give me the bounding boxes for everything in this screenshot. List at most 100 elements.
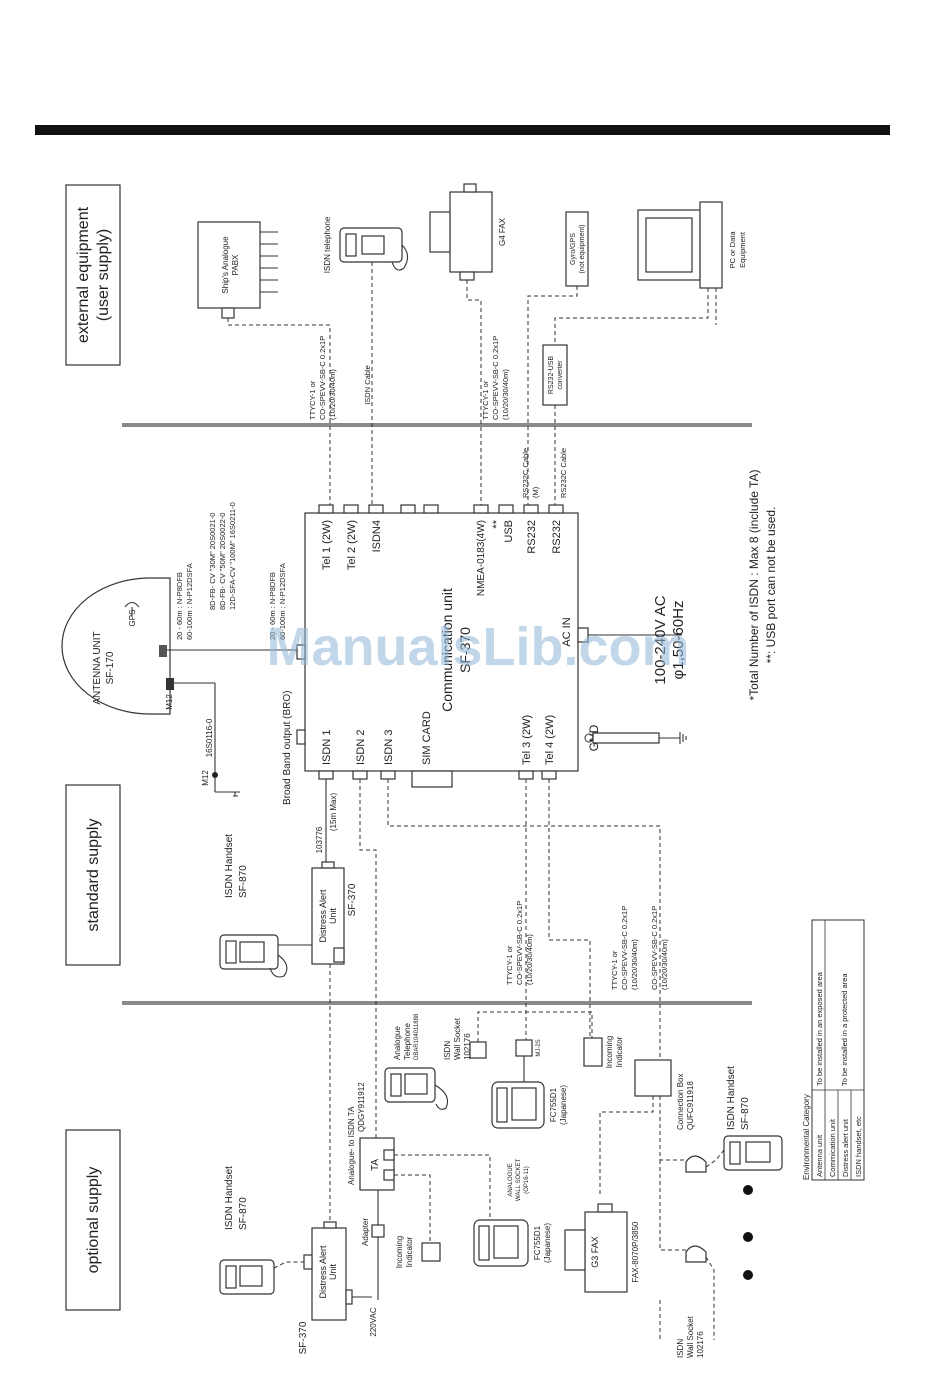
cable4-line3: (10/20/30/40m) — [630, 939, 639, 990]
cable3-line3: (10/20/30/40m) — [525, 934, 534, 985]
cable-spec-3: 8D-FB- CV "30M" 20S0021-0 — [208, 513, 217, 610]
port-rs232a — [523, 504, 539, 514]
g3-fax-port — [597, 1203, 613, 1213]
fc2-line1: FC755D1 — [533, 1225, 542, 1260]
cable5-line1: CO-SPEVV-SB-C 0.2x1P — [650, 906, 659, 990]
dot-3 — [743, 1270, 753, 1280]
ta-port-2 — [383, 1169, 395, 1181]
pc-base — [699, 201, 723, 289]
comm-unit-title: Communication unit — [439, 588, 455, 712]
port-isdn4 — [368, 504, 384, 514]
antenna-dome — [61, 577, 171, 715]
opt-distress-box — [311, 1227, 347, 1321]
label-sim-card: SIM CARD — [421, 711, 433, 765]
incoming-indicator-1 — [421, 1242, 441, 1262]
antenna-m12-bottom: M12 — [201, 770, 210, 786]
g4-fax-body — [449, 191, 493, 273]
label-tel3: Tel 3 (2W) — [521, 715, 533, 765]
env-row1-item: Antenna unit — [815, 1134, 824, 1177]
opt-handset1-receiver — [225, 1265, 237, 1289]
label-rs232b: RS232 — [551, 520, 563, 554]
opt-isdn-handset-2: ISDN Handset SF-870 — [723, 1066, 783, 1171]
header-rule — [35, 125, 890, 135]
ta-box — [359, 1137, 395, 1191]
rs232-cable-m-1: RS232C Cable — [521, 448, 530, 498]
cable-spec-b2: 60-100m : N-P12DSFA — [278, 563, 287, 640]
label-tel1: Tel 1 (2W) — [321, 520, 333, 570]
std-distress-line1: Distress Alert — [318, 889, 328, 943]
std-distress-port-bottom — [333, 947, 345, 963]
antenna-m12-label: M12 — [165, 694, 174, 710]
environmental-table: Environmental Category Antenna unit To b… — [802, 919, 865, 1181]
g3-fax-paper — [564, 1229, 586, 1271]
gyro-cable — [527, 286, 578, 505]
opt-handset1-title: ISDN Handset — [224, 1166, 235, 1230]
rs232-cable-m-2: (M) — [531, 486, 540, 498]
fc2-keys — [493, 1225, 519, 1259]
section-external: external equipment (user supply) — [65, 184, 121, 366]
antenna-connector-n — [159, 645, 167, 657]
cable-spec-1: 20 - 60m : N-P8DFB — [175, 572, 184, 640]
port-tel1 — [318, 504, 334, 514]
std-distress-line2: Unit — [328, 908, 338, 925]
dot-1 — [743, 1185, 753, 1195]
socket-plug-2-link — [705, 1256, 715, 1340]
isdn-socket1-box — [469, 1041, 487, 1059]
communication-unit: Tel 1 (2W) Tel 2 (2W) ISDN4 NMEA-0183(4W… — [296, 504, 594, 788]
port-bro — [296, 729, 306, 745]
pabx-port — [221, 307, 235, 319]
ground-icon — [659, 732, 687, 744]
cable4-line1: TTYCY-1 or — [610, 950, 619, 990]
analogue-tel-2: Telephone — [403, 1023, 412, 1060]
isdn3-cable — [387, 779, 661, 1060]
opt-ac-label: 220VAC — [369, 1307, 378, 1336]
power-spec-2: φ1,50-60Hz — [670, 601, 687, 680]
label-ac-in: AC IN — [561, 617, 573, 646]
analogue-socket-1: ANALOGUE — [508, 1163, 514, 1196]
antenna-model: SF-170 — [105, 651, 116, 684]
env-row2-item: Commication unit — [828, 1118, 837, 1177]
note-isdn: *Total Number of ISDN : Max 8 (include T… — [747, 470, 761, 701]
ta-label: TA — [370, 1159, 381, 1171]
ta-title-1: Analogue- to ISDN TA — [347, 1106, 356, 1185]
conn-box-2: QUFC911918 — [686, 1081, 695, 1130]
gyro-gps-line1: Gyro/GPS — [570, 233, 577, 265]
gyro-gps: Gyro/GPS (not equipment) — [565, 211, 589, 287]
cable2-line1: TTYCY-1 or — [481, 380, 490, 420]
port-isdn2 — [352, 770, 368, 780]
gyro-gps-line2: (not equipment) — [579, 224, 586, 273]
opt-handset2-keys — [745, 1141, 771, 1163]
antenna-cable-spec: 20 - 60m : N-P8DFB 60-100m : N-P12DSFA 8… — [175, 502, 287, 640]
opt-distress-port-side — [303, 1254, 313, 1270]
sim-card-slot — [411, 770, 453, 788]
isdn2-cable — [359, 779, 377, 1140]
analogue-tel-receiver — [390, 1073, 402, 1097]
cable1-line1: TTYCY-1 or — [308, 380, 317, 420]
g4-fax: G4 FAX — [429, 183, 507, 281]
mj-label: MJ-2S — [536, 1039, 542, 1056]
incoming1-line1: Incoming — [395, 1236, 404, 1268]
isdn-socket1-1: ISDN — [443, 1041, 452, 1060]
port-blank2 — [423, 504, 439, 514]
ta-adapter: TA Analogue- to ISDN TA QDGY911912 — [347, 1082, 395, 1191]
port-tel2 — [343, 504, 359, 514]
incoming-indicator-2 — [583, 1037, 603, 1067]
opt-handset2-model: SF-870 — [740, 1097, 751, 1130]
std-handset-cord — [269, 954, 288, 978]
label-rs232a: RS232 — [526, 520, 538, 554]
port-tel4 — [541, 770, 557, 780]
isdn-telephone-cord — [391, 244, 409, 271]
pabx-line1: Ship's Analogue — [221, 236, 230, 294]
adapter-label: Adapter — [361, 1218, 370, 1246]
env-row3-item: Distress alert unit — [841, 1118, 850, 1177]
std-isdn-handset: ISDN Handset SF-870 — [219, 834, 288, 978]
opt-handset2-receiver — [729, 1141, 741, 1165]
fc2-line2: (Japanese) — [543, 1223, 552, 1263]
isdn-socket1-link — [477, 1011, 593, 1042]
connection-box — [634, 1059, 672, 1097]
cable1-line3: (10/20/30/40m) — [328, 369, 337, 420]
opt-handset1-model: SF-870 — [238, 1197, 249, 1230]
cable3-line1: TTYCY-1 or — [505, 945, 514, 985]
env-row2-area: To be installed in a protected area — [840, 973, 849, 1086]
opt-distress-port-top — [323, 1221, 337, 1229]
